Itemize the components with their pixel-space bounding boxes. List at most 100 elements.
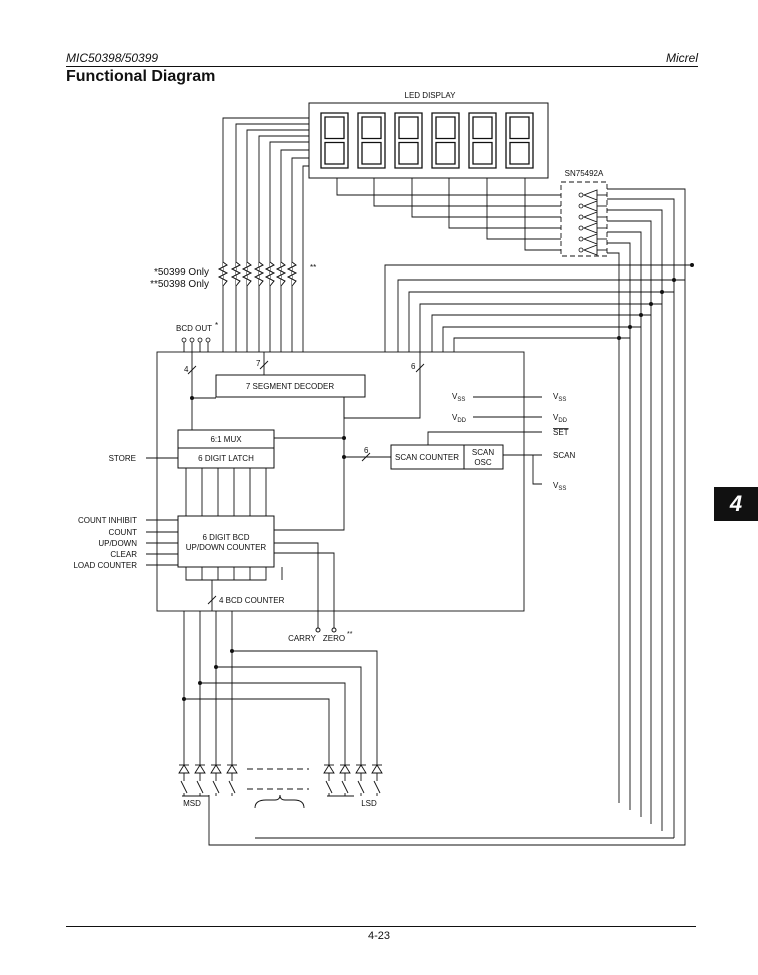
digit-6 [505, 112, 534, 169]
bcd-counter-block [177, 515, 275, 568]
bcd-out-asterisk: * [215, 321, 218, 330]
buffer-triangle [582, 211, 598, 223]
diode [226, 764, 238, 774]
digit-4 [431, 112, 460, 169]
driver-chip [560, 181, 608, 257]
driver-chip-label: SN75492A [565, 169, 604, 178]
pin-set: SET [553, 428, 569, 437]
carry-pin [315, 627, 321, 633]
bcd-out-pins [181, 337, 211, 352]
digit-outline [431, 112, 460, 169]
junction-dot [617, 336, 621, 340]
scan-osc-label-1: SCAN [472, 448, 494, 457]
led-display [308, 102, 549, 179]
junction-dot [690, 263, 694, 267]
ic-package [156, 351, 525, 612]
counter-to-latch-bus [185, 468, 267, 516]
mux-label: 6:1 MUX [210, 435, 242, 444]
pin-clear: CLEAR [110, 550, 137, 559]
pin-vss: VSS [553, 392, 566, 403]
vdd-internal: VDD [452, 413, 467, 424]
bus-width-6b: 6 [364, 446, 369, 455]
company-name: Micrel [666, 51, 698, 65]
note-50398: **50398 Only [150, 279, 209, 290]
bcd-counter-bus-label: 4 BCD COUNTER [219, 596, 285, 605]
buffer-bubble [578, 247, 584, 253]
pin-updown: UP/DOWN [98, 539, 137, 548]
bcd-out-pin [205, 337, 211, 343]
switch [228, 780, 236, 794]
scan-lines-to-chip [384, 264, 692, 352]
msd-label: MSD [183, 799, 201, 808]
bcd-out-pin [181, 337, 187, 343]
switch [341, 780, 349, 794]
seven-segment-digits [320, 112, 534, 169]
scan-osc-block [463, 444, 504, 470]
buffer-bubble [578, 192, 584, 198]
seven-segment-decoder [215, 374, 366, 398]
junction-dot [649, 302, 653, 306]
diode-switch-matrix [178, 764, 383, 796]
buffer-triangle [582, 233, 598, 245]
driver-buffers [578, 189, 607, 256]
resistor [275, 261, 287, 287]
switch [357, 780, 365, 794]
buffer-bubble [578, 225, 584, 231]
note-50399: *50399 Only [154, 267, 209, 278]
driver-output-bus [208, 188, 686, 846]
junction-dot [660, 290, 664, 294]
scan-counter-label: SCAN COUNTER [395, 453, 459, 462]
switch [180, 780, 188, 794]
pin-vdd: VDD [553, 413, 568, 424]
digit-5 [468, 112, 497, 169]
switch [325, 780, 333, 794]
bcd-counter-label-2: UP/DOWN COUNTER [186, 543, 267, 552]
digit-wires [336, 178, 561, 251]
buffer-triangle [582, 189, 598, 201]
diode [323, 764, 335, 774]
pin-count: COUNT [109, 528, 138, 537]
vss-internal: VSS [452, 392, 465, 403]
resistor [230, 261, 242, 287]
latch-label: 6 DIGIT LATCH [198, 454, 254, 463]
resistor [264, 261, 276, 287]
bcd-out-label: BCD OUT [176, 324, 212, 333]
bus-width-6a: 6 [411, 362, 416, 371]
part-number: MIC50398/50399 [66, 51, 159, 65]
junction-dot [639, 313, 643, 317]
diode [210, 764, 222, 774]
pull-resistors [217, 261, 298, 287]
zero-asterisk: ** [347, 631, 353, 638]
junction-dot [672, 278, 676, 282]
pin-vss-2: VSS [553, 481, 566, 492]
switch [212, 780, 220, 794]
segment-wires [222, 117, 309, 362]
diode [339, 764, 351, 774]
zero-pin [331, 627, 337, 633]
diode [178, 764, 190, 774]
lsd-label: LSD [361, 799, 377, 808]
bcd-bus-to-switches [183, 611, 378, 765]
switch [196, 780, 204, 794]
diode [371, 764, 383, 774]
pin-zero: ZERO [323, 634, 345, 643]
decoder-label: 7 SEGMENT DECODER [246, 382, 335, 391]
page-title: Functional Diagram [66, 68, 216, 85]
counter-load-bus [201, 567, 283, 611]
scan-osc-label-2: OSC [474, 458, 492, 467]
bcd-counter-label-1: 6 DIGIT BCD [203, 533, 250, 542]
bcd-out-pin [189, 337, 195, 343]
digit-outline [468, 112, 497, 169]
bus-width-7: 7 [256, 359, 261, 368]
junction-dots [182, 263, 694, 701]
digit-outline [320, 112, 349, 169]
digit-1 [320, 112, 349, 169]
pin-store: STORE [109, 454, 136, 463]
bus-width-4: 4 [184, 365, 189, 374]
note-double-asterisk: ** [310, 263, 316, 272]
pin-scan: SCAN [553, 451, 575, 460]
buffer-bubble [578, 214, 584, 220]
resistor [286, 261, 298, 287]
buffer-triangle [582, 200, 598, 212]
